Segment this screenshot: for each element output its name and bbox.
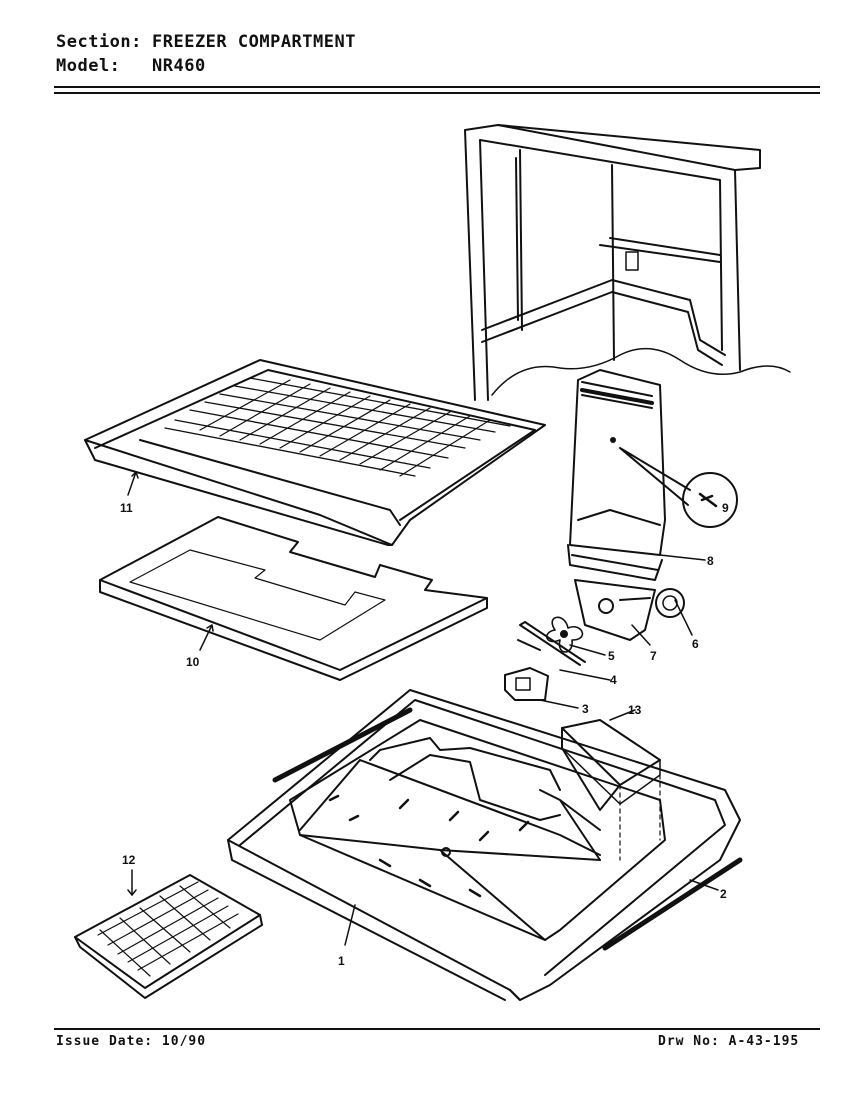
leader-lines: [127, 471, 719, 946]
drawing-number: Drw No: A-43-195: [658, 1034, 800, 1049]
freezer-liner-part: [227, 689, 741, 1001]
callout-9: 9: [722, 501, 729, 515]
callout-3: 3: [582, 702, 589, 716]
page-header: Section: FREEZER COMPARTMENT Model: NR460: [56, 30, 356, 78]
motor-bracket-part: [517, 621, 586, 666]
callout-6: 6: [692, 637, 699, 651]
wire-shelf-part: [84, 359, 546, 546]
callout-4: 4: [610, 673, 617, 687]
grommet-part: [655, 588, 685, 618]
fan-blade-part: [546, 616, 584, 653]
fan-plate-part: [574, 579, 656, 641]
section-label: Section:: [56, 32, 142, 52]
callout-10: 10: [186, 655, 200, 669]
callout-13: 13: [628, 703, 642, 717]
model-value: NR460: [152, 56, 206, 76]
section-value: FREEZER COMPARTMENT: [152, 32, 356, 52]
screw-detail-part: [619, 447, 738, 528]
section-line: Section: FREEZER COMPARTMENT: [56, 30, 356, 54]
callout-11: 11: [120, 501, 133, 515]
freezer-cabinet: [464, 124, 791, 401]
model-label: Model:: [56, 56, 121, 76]
callout-2: 2: [720, 887, 727, 901]
callout-1: 1: [338, 954, 345, 968]
breaker-strip-part: [272, 707, 743, 951]
footer-rule: [54, 1028, 820, 1030]
ice-tray-part: [74, 874, 263, 999]
issue-date: Issue Date: 10/90: [56, 1034, 207, 1049]
callout-12: 12: [122, 853, 136, 867]
callout-5: 5: [608, 649, 615, 663]
shelf-panel-part: [99, 516, 488, 681]
air-duct-part: [567, 369, 666, 581]
header-rule-bottom: [54, 92, 820, 94]
fan-motor-part: [504, 667, 549, 701]
header-rule-top: [54, 86, 820, 88]
model-line: Model: NR460: [56, 54, 356, 78]
callout-7: 7: [650, 649, 657, 663]
cover-part: [561, 719, 661, 861]
callout-8: 8: [707, 554, 714, 568]
